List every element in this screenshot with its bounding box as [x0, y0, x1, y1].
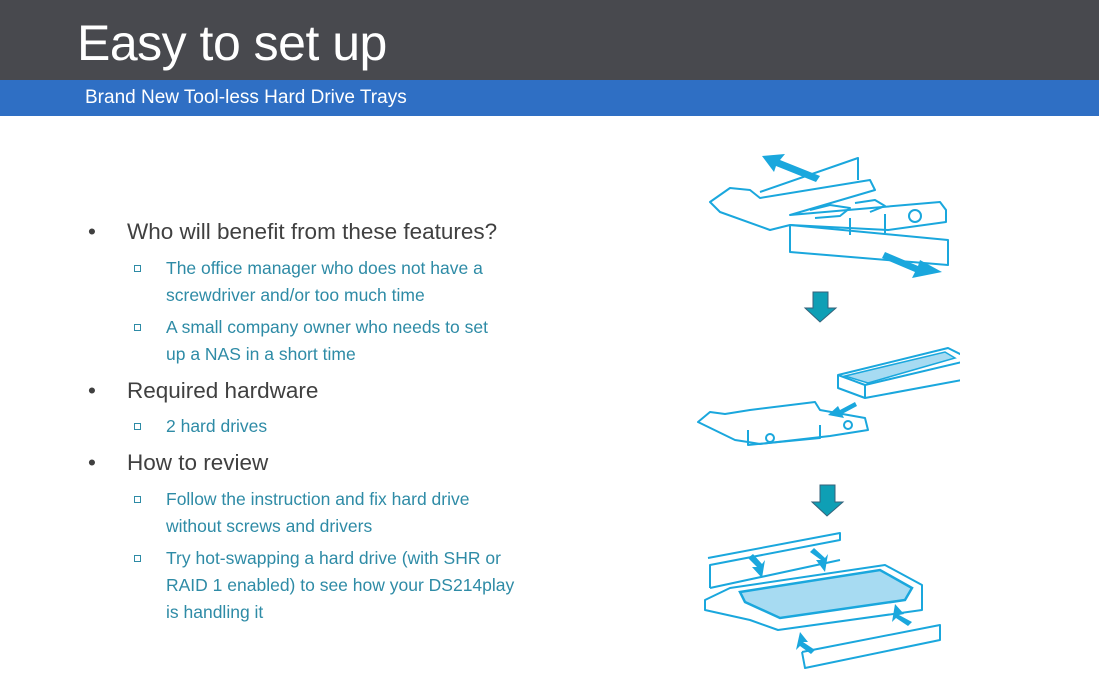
arrow-icon	[892, 604, 912, 626]
bullet-icon: •	[88, 219, 96, 244]
square-bullet-icon	[134, 324, 141, 331]
slide-header: Easy to set up	[0, 0, 1099, 80]
arrow-icon	[810, 548, 828, 572]
drive-insert-drawing	[697, 347, 960, 446]
arrow-icon	[748, 554, 765, 578]
drive-top-surface	[842, 351, 957, 384]
down-arrow-icon	[803, 291, 838, 323]
bullet-icon: •	[88, 378, 96, 403]
arrow-icon	[882, 252, 942, 278]
square-bullet-icon	[134, 265, 141, 272]
slide-title: Easy to set up	[77, 15, 387, 71]
drive-tray-illustration	[697, 154, 960, 669]
bullet-icon: •	[88, 450, 96, 475]
drive-installed-surface	[738, 568, 914, 620]
motion-arrows	[748, 154, 942, 654]
arrow-icon	[762, 154, 820, 182]
drive-installed-drawing	[704, 532, 941, 669]
arrow-icon	[796, 632, 815, 654]
square-bullet-icon	[134, 496, 141, 503]
square-bullet-icon	[134, 555, 141, 562]
subtitle-bar: Brand New Tool-less Hard Drive Trays	[0, 80, 1099, 116]
down-arrow-icon	[810, 484, 845, 517]
tray-open-drawing	[709, 157, 949, 266]
slide-subtitle: Brand New Tool-less Hard Drive Trays	[85, 87, 407, 108]
square-bullet-icon	[134, 423, 141, 430]
arrow-icon	[828, 402, 857, 418]
